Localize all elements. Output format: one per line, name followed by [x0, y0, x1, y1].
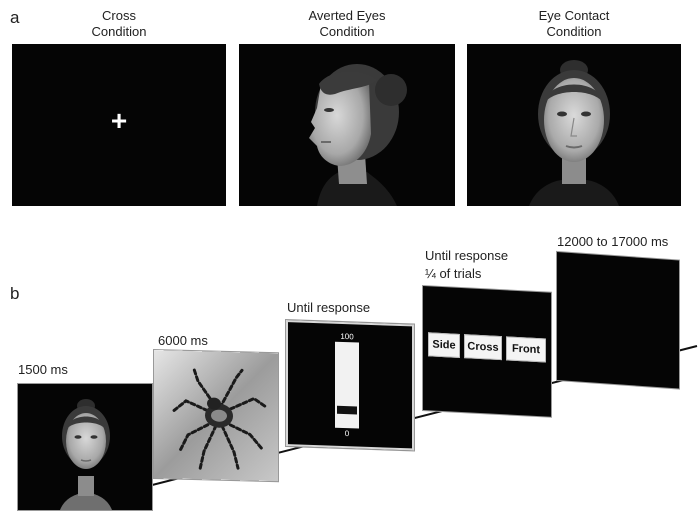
- blank-screen: [557, 252, 679, 389]
- choice-front-button[interactable]: Front: [506, 336, 546, 363]
- rating-scale-bar[interactable]: [335, 341, 359, 429]
- gaze-choice-buttons: Side Cross Front: [428, 332, 546, 363]
- averted-eyes-condition-title: Averted Eyes Condition: [239, 8, 455, 40]
- face-frontal-image: [529, 60, 619, 206]
- eye-contact-screen: [467, 44, 681, 206]
- scale-max-label: 100: [340, 331, 354, 342]
- face-profile-image: [309, 64, 407, 206]
- spider-screen-duration: 6000 ms: [158, 333, 208, 348]
- spider-image: [154, 350, 278, 482]
- face-screen-duration: 1500 ms: [18, 362, 68, 377]
- eye-contact-title-line1: Eye Contact: [538, 8, 610, 23]
- face-frontal-small-image: [60, 399, 112, 510]
- choice-cross-button[interactable]: Cross: [464, 334, 502, 361]
- rating-slider-handle[interactable]: [337, 405, 357, 415]
- rating-screen: 100 0: [286, 320, 414, 451]
- rating-screen-duration: Until response: [287, 300, 371, 315]
- blank-screen-duration: 12000 to 17000 ms: [557, 234, 669, 249]
- choice-screen-duration-line2: ¼ of trials: [425, 266, 482, 281]
- cross-condition-title-line2: Condition: [91, 24, 147, 39]
- cross-condition-title-line1: Cross: [102, 8, 136, 23]
- choice-side-button[interactable]: Side: [428, 332, 460, 358]
- fixation-cross: +: [110, 105, 128, 136]
- choice-screen-duration-line1: Until response: [425, 248, 509, 263]
- cross-condition-title: Cross Condition: [12, 8, 226, 40]
- panel-b-label: b: [10, 284, 20, 303]
- scale-min-label: 0: [344, 429, 350, 439]
- panel-a-label: a: [10, 8, 20, 27]
- cross-condition-screen: +: [12, 44, 226, 206]
- face-screen: [18, 384, 152, 510]
- averted-eyes-title-line1: Averted Eyes: [308, 8, 386, 23]
- eye-contact-title-line2: Condition: [546, 24, 602, 39]
- averted-eyes-screen: [239, 44, 455, 206]
- spider-screen: [154, 350, 278, 482]
- averted-eyes-title-line2: Condition: [319, 24, 375, 39]
- gaze-choice-screen: Side Cross Front: [423, 286, 551, 417]
- eye-contact-condition-title: Eye Contact Condition: [467, 8, 681, 40]
